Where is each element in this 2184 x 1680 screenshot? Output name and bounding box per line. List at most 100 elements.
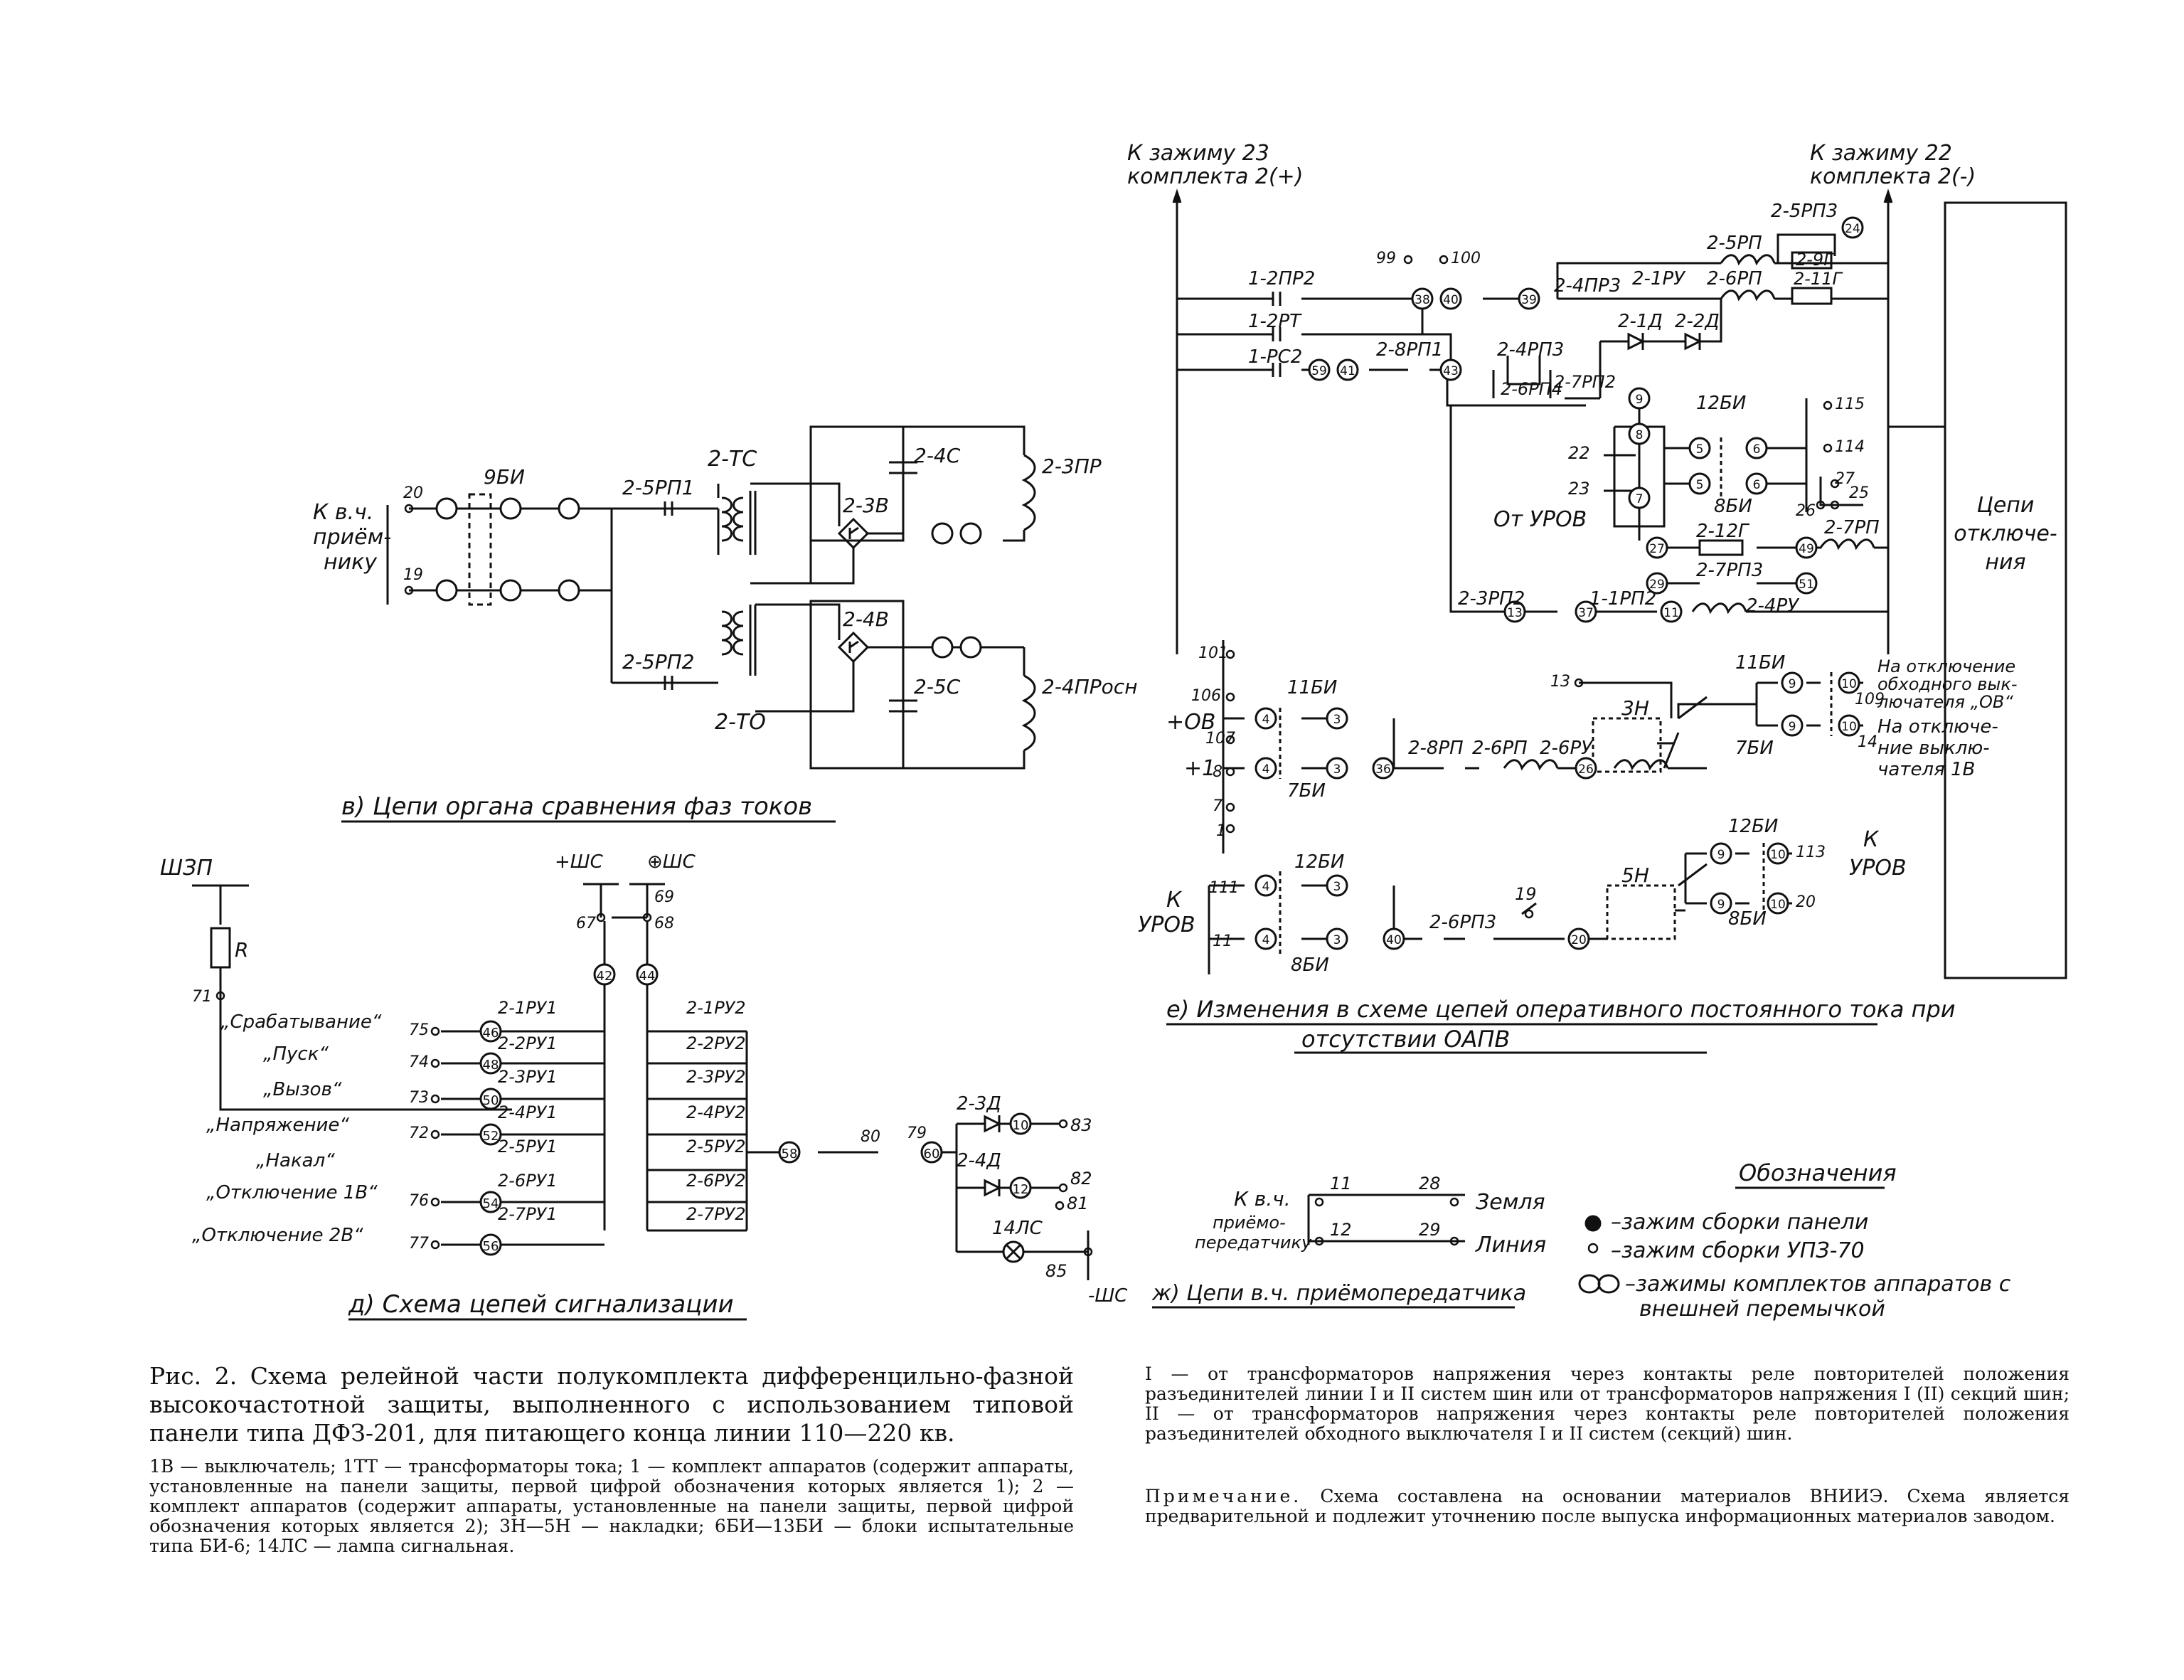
node-5b: 5 xyxy=(1696,478,1704,492)
term-11: 11 xyxy=(1213,932,1232,950)
from-urov-label: От УРОВ xyxy=(1493,507,1587,532)
comp-12bi: 12БИ xyxy=(1696,393,1746,414)
node-10d: 10 xyxy=(1770,848,1786,862)
plus-1-label: +1 xyxy=(1184,756,1215,781)
terminal-85: 85 xyxy=(1045,1261,1067,1281)
comp-12bi-right: 12БИ xyxy=(1728,816,1778,837)
node-10c: 10 xyxy=(1841,720,1857,734)
terminal-19: 19 xyxy=(403,566,423,584)
comp-2-4rp3: 2-4РП3 xyxy=(1497,339,1564,361)
comp-12bi-lower: 12БИ xyxy=(1294,851,1344,873)
top-right-label-1: К зажиму 22 xyxy=(1810,141,1952,166)
relay-ru1-4: 2-5РУ1 xyxy=(498,1137,558,1157)
zh-term-11: 11 xyxy=(1330,1174,1352,1193)
zh-term-12: 12 xyxy=(1330,1220,1352,1240)
signal-term-6: 77 xyxy=(409,1235,429,1253)
relay-ru2-4: 2-5РУ2 xyxy=(686,1137,746,1157)
section-v-title: в) Цепи органа сравнения фаз токов xyxy=(341,792,812,821)
na-otkl-2: обходного вык- xyxy=(1877,674,2018,694)
plus-ov-label: +ОВ xyxy=(1166,710,1215,735)
comp-1-2rt: 1-2РТ xyxy=(1248,311,1302,332)
terminal-80: 80 xyxy=(861,1128,880,1146)
terminal-81: 81 xyxy=(1067,1193,1089,1213)
comp-11bi-right: 11БИ xyxy=(1735,652,1785,674)
signal-label-3: „Напряжение“ xyxy=(206,1115,349,1136)
section-e-schematic xyxy=(1166,188,2067,1054)
k-urov-right-2: УРОВ xyxy=(1849,856,1907,881)
zh-term-29: 29 xyxy=(1419,1220,1441,1240)
term-115: 115 xyxy=(1835,395,1865,413)
node-37: 37 xyxy=(1578,606,1594,620)
comp-2-5rp: 2-5РП xyxy=(1707,233,1762,254)
comp-2-6rp-top: 2-6РП xyxy=(1707,268,1762,289)
terminal-71: 71 xyxy=(192,988,212,1006)
node-4a: 4 xyxy=(1262,713,1270,727)
signal-node-0: 46 xyxy=(483,1026,499,1041)
signal-label-1: „Пуск“ xyxy=(263,1043,329,1065)
box-label-1: Цепи xyxy=(1977,493,2035,518)
term-99: 99 xyxy=(1376,250,1396,267)
signal-label-2: „Вызов“ xyxy=(263,1079,342,1100)
term-111: 111 xyxy=(1209,879,1239,897)
node-27b: 27 xyxy=(1649,542,1665,556)
test-block-9bi: 9БИ xyxy=(484,465,525,489)
signal-term-1: 74 xyxy=(409,1053,429,1071)
zh-label-3: передатчику xyxy=(1195,1233,1312,1253)
relay-ru2-2: 2-3РУ2 xyxy=(686,1067,746,1087)
comp-1-2pr2: 1-2ПР2 xyxy=(1248,268,1315,289)
section-d-title: д) Схема цепей сигнализации xyxy=(348,1290,734,1319)
section-zh-title: ж) Цепи в.ч. приёмопередатчика xyxy=(1151,1281,1526,1306)
node-3a: 3 xyxy=(1333,713,1341,727)
term-25: 25 xyxy=(1849,484,1869,502)
figure-caption: Рис. 2. Схема релейной части полукомплек… xyxy=(149,1362,1074,1447)
k-urov-right-1: К xyxy=(1863,827,1880,852)
comp-2-6rp-lower: 2-6РП xyxy=(1472,738,1528,759)
legend-title: Обозначения xyxy=(1739,1159,1897,1186)
zh-line: Линия xyxy=(1475,1233,1546,1258)
comp-8bi-lower: 8БИ xyxy=(1291,955,1329,976)
signal-node-5: 54 xyxy=(483,1196,499,1211)
figure-note: Примечание. Схема составлена на основани… xyxy=(1145,1487,2070,1526)
zh-earth: Земля xyxy=(1476,1190,1545,1215)
signal-node-1: 48 xyxy=(483,1058,499,1073)
signal-label-6: „Отключение 2В“ xyxy=(192,1225,363,1246)
node-10e: 10 xyxy=(1770,898,1786,912)
node-38: 38 xyxy=(1415,293,1430,307)
term-1: 1 xyxy=(1216,822,1226,840)
term-114: 114 xyxy=(1835,438,1865,456)
relay-ru2-6: 2-7РУ2 xyxy=(686,1204,746,1224)
receiver-label-1: К в.ч. xyxy=(313,500,373,525)
comp-2-8rp1: 2-8РП1 xyxy=(1376,339,1443,361)
relay-ru1-6: 2-7РУ1 xyxy=(498,1204,558,1224)
node-3c: 3 xyxy=(1333,880,1341,894)
transformer-2-to: 2-ТО xyxy=(715,710,766,735)
na-otkl-3: лючателя „ОВ“ xyxy=(1877,692,2013,712)
comp-2-5rp3: 2-5РП3 xyxy=(1771,201,1838,222)
circle-plus-sh-label: ⊕ШС xyxy=(647,851,696,873)
capacitor-2-5c: 2-5С xyxy=(914,675,961,698)
signal-term-0: 75 xyxy=(409,1021,429,1039)
node-9b: 9 xyxy=(1789,677,1796,691)
diode-2-4d: 2-4Д xyxy=(957,1150,1001,1171)
comp-2-2d: 2-2Д xyxy=(1675,311,1720,332)
relay-ru1-1: 2-2РУ1 xyxy=(498,1033,558,1053)
node-10: 10 xyxy=(1013,1118,1029,1133)
comp-5n: 5Н xyxy=(1621,863,1649,887)
node-42: 42 xyxy=(597,969,613,984)
coil-2-3pr: 2-3ПР xyxy=(1042,454,1102,478)
comp-2-6rp3: 2-6РП3 xyxy=(1429,912,1496,933)
node-13: 13 xyxy=(1507,606,1523,620)
node-44: 44 xyxy=(639,969,656,984)
relay-ru2-5: 2-6РУ2 xyxy=(686,1171,746,1191)
term-113: 113 xyxy=(1796,844,1826,861)
signal-term-5: 76 xyxy=(409,1192,429,1210)
term-107: 107 xyxy=(1205,730,1235,748)
node-6b: 6 xyxy=(1753,478,1761,492)
comp-2-7rp: 2-7РП xyxy=(1824,517,1880,538)
node-36: 36 xyxy=(1375,762,1391,777)
node-9: 9 xyxy=(1636,393,1644,407)
comp-3n: 3Н xyxy=(1621,696,1649,720)
legend-graphics xyxy=(1578,1186,1885,1294)
comp-11bi: 11БИ xyxy=(1287,677,1337,698)
comp-1-1rp2: 1-1РП2 xyxy=(1589,588,1656,610)
